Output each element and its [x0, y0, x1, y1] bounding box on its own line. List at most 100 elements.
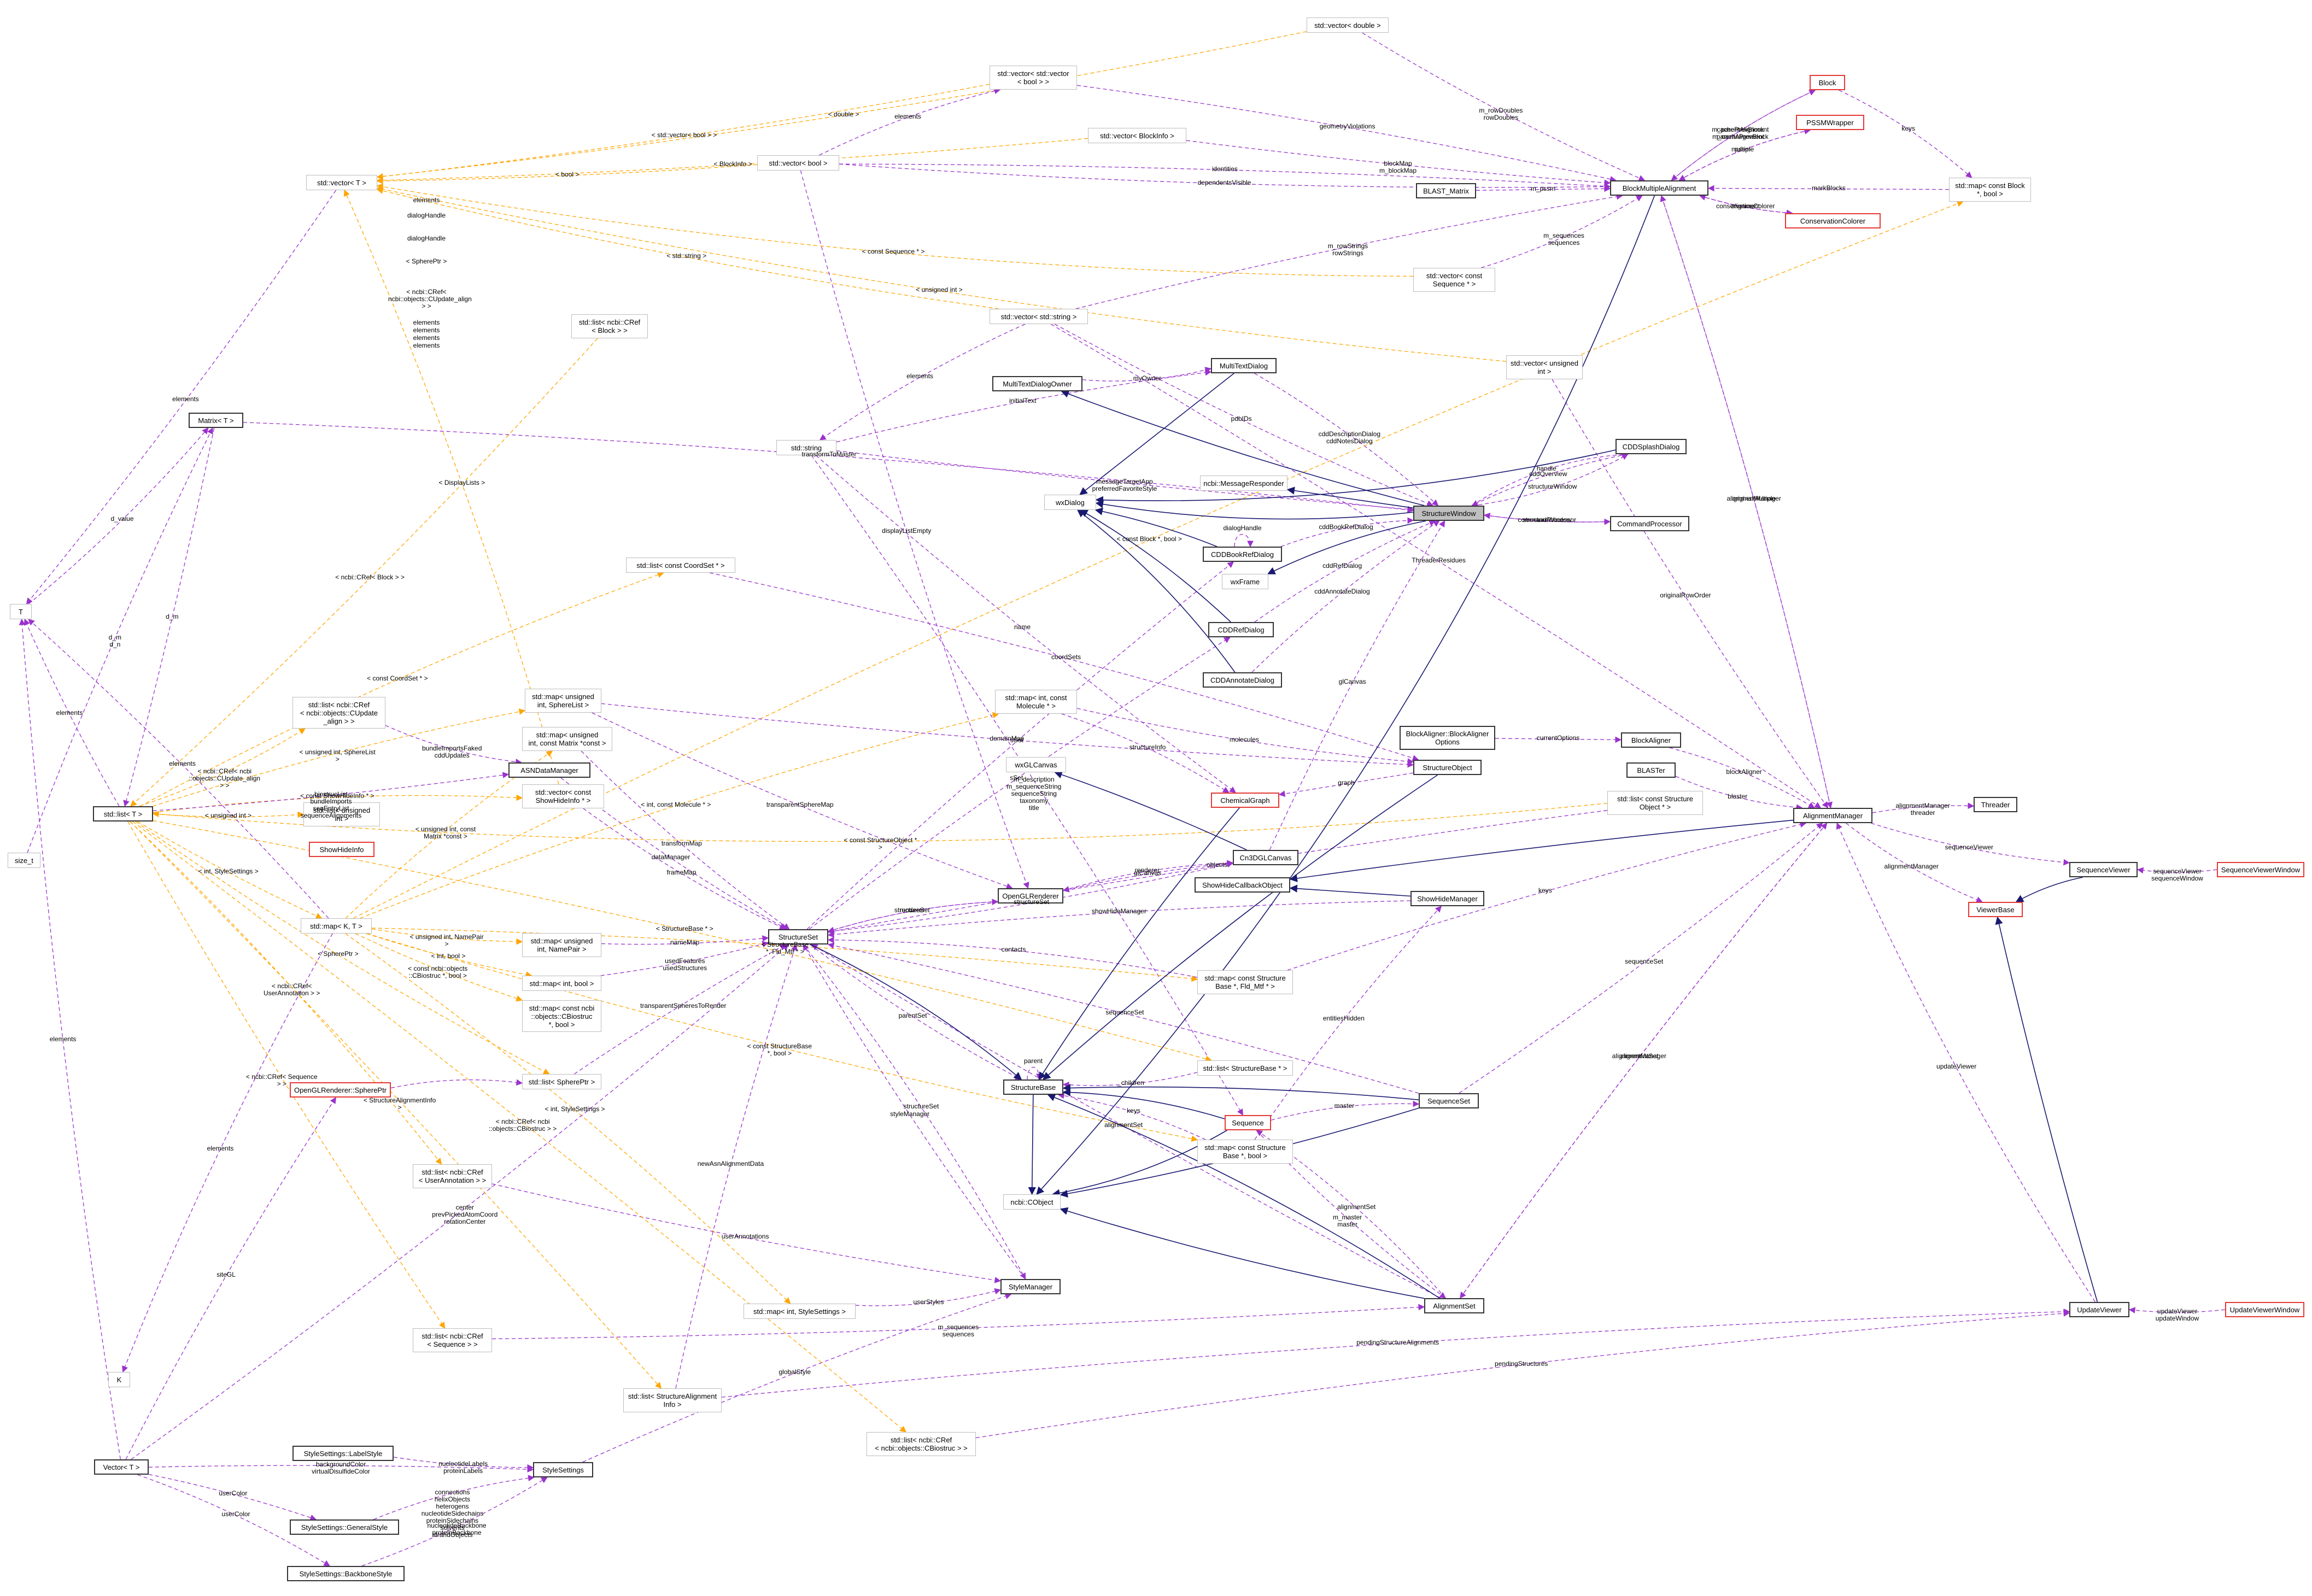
node-map-int-stylesettings[interactable]: std::map< int, StyleSettings > [744, 1304, 856, 1319]
node-map-int-bool[interactable]: std::map< int, bool > [522, 976, 601, 991]
node-ss-generalstyle[interactable]: StyleSettings::GeneralStyle [290, 1519, 399, 1535]
node-wxframe[interactable]: wxFrame [1222, 574, 1268, 589]
node-map-cbiostruc-bool[interactable]: std::map< const ncbi ::objects::CBiostru… [522, 1000, 601, 1032]
node-size-t[interactable]: size_t [8, 853, 40, 868]
node-T[interactable]: T [10, 604, 32, 619]
node-blast-matrix[interactable]: BLAST_Matrix [1416, 183, 1476, 198]
node-blockaligner[interactable]: BlockAligner [1621, 732, 1681, 748]
node-threader[interactable]: Threader [1974, 797, 2017, 812]
usage-edge [815, 455, 1237, 793]
node-list-sphereptr[interactable]: std::list< SpherePtr > [522, 1074, 601, 1089]
node-blockmultiplealignment[interactable]: BlockMultipleAlignment [1610, 180, 1708, 196]
template-edge [135, 821, 550, 1075]
node-map-int-molecule[interactable]: std::map< int, const Molecule * > [995, 690, 1077, 714]
node-cddannotatedialog[interactable]: CDDAnnotateDialog [1203, 672, 1282, 688]
node-vec-const-showhide[interactable]: std::vector< const ShowHideInfo * > [522, 784, 604, 808]
node-vec-vec-bool[interactable]: std::vector< std::vector < bool > > [990, 66, 1077, 90]
template-edge [353, 201, 1964, 919]
node-multitextdialog[interactable]: MultiTextDialog [1211, 358, 1277, 373]
node-commandprocessor[interactable]: CommandProcessor [1610, 516, 1689, 531]
node-viewerbase[interactable]: ViewerBase [1968, 902, 2023, 917]
node-sequenceset[interactable]: SequenceSet [1419, 1093, 1479, 1108]
node-vec-T[interactable]: std::vector< T > [306, 175, 377, 190]
node-wxglcanvas[interactable]: wxGLCanvas [1006, 757, 1066, 772]
node-vector-T[interactable]: Vector< T > [94, 1459, 149, 1475]
node-multitextdialogowner[interactable]: MultiTextDialogOwner [992, 376, 1082, 391]
node-asn-data-manager[interactable]: ASNDataManager [508, 762, 590, 778]
node-map-structbase-fld[interactable]: std::map< const Structure Base *, Fld_Mt… [1197, 970, 1293, 994]
node-pssmwrapper[interactable]: PSSMWrapper [1796, 115, 1864, 130]
usage-edge [592, 712, 1013, 889]
template-edge [371, 928, 523, 945]
node-stylesettings[interactable]: StyleSettings [533, 1462, 593, 1477]
node-list-cref-userannot[interactable]: std::list< ncbi::CRef < UserAnnotation >… [413, 1164, 492, 1188]
usage-edge [601, 703, 1414, 768]
node-list-const-structobj[interactable]: std::list< const Structure Object * > [1607, 791, 1703, 815]
node-chemicalgraph[interactable]: ChemicalGraph [1211, 793, 1279, 808]
node-ss-labelstyle[interactable]: StyleSettings::LabelStyle [292, 1446, 394, 1461]
node-structurewindow[interactable]: StructureWindow [1413, 506, 1484, 521]
node-updateviewer[interactable]: UpdateViewer [2069, 1302, 2129, 1317]
node-showhideinfo[interactable]: ShowHideInfo [309, 842, 374, 857]
node-vec-string[interactable]: std::vector< std::string > [990, 309, 1088, 324]
template-edge [152, 802, 1608, 842]
node-list-cref-cupdate[interactable]: std::list< ncbi::CRef < ncbi::objects::C… [292, 697, 385, 729]
usage-edge [361, 1477, 548, 1566]
usage-edge [573, 944, 787, 1075]
template-edge [345, 933, 791, 1304]
node-vec-blockinfo[interactable]: std::vector< BlockInfo > [1088, 128, 1186, 143]
node-cddsplashdialog[interactable]: CDDSplashDialog [1616, 439, 1687, 454]
node-sequence[interactable]: Sequence [1225, 1115, 1271, 1130]
node-map-uint-namepair[interactable]: std::map< unsigned int, NamePair > [522, 933, 601, 957]
node-K[interactable]: K [108, 1372, 130, 1387]
node-list-cref-block[interactable]: std::list< ncbi::CRef < Block > > [571, 314, 648, 338]
node-list-uint[interactable]: std::list< unsigned int > [303, 802, 380, 826]
node-map-K-T[interactable]: std::map< K, T > [301, 918, 372, 934]
node-structureobject[interactable]: StructureObject [1413, 760, 1482, 775]
node-list-structbase[interactable]: std::list< StructureBase * > [1197, 1060, 1293, 1076]
inheritance-edge [1036, 195, 1655, 1195]
node-cddbookrefdialog[interactable]: CDDBookRefDialog [1203, 547, 1282, 562]
node-vec-uint[interactable]: std::vector< unsigned int > [1506, 355, 1583, 379]
node-wxdialog[interactable]: wxDialog [1044, 495, 1096, 510]
node-list-structalign[interactable]: std::list< StructureAlignment Info > [623, 1388, 722, 1412]
node-vec-double[interactable]: std::vector< double > [1307, 17, 1389, 33]
node-list-T[interactable]: std::list< T > [93, 806, 153, 822]
node-updateviewerwindow[interactable]: UpdateViewerWindow [2225, 1302, 2304, 1317]
node-std-string[interactable]: std::string [776, 440, 836, 455]
usage-edge [1707, 185, 1950, 192]
node-map-uint-spherelist[interactable]: std::map< unsigned int, SphereList > [525, 689, 601, 713]
node-list-cref-cbiostruc[interactable]: std::list< ncbi::CRef < ncbi::objects::C… [867, 1432, 976, 1456]
node-blockaligner-opts[interactable]: BlockAligner::BlockAligner Options [1400, 726, 1495, 750]
node-stylemanager[interactable]: StyleManager [1000, 1279, 1061, 1294]
node-vec-bool[interactable]: std::vector< bool > [757, 155, 839, 171]
node-conservationcolorer[interactable]: ConservationColorer [1785, 213, 1881, 228]
node-sequenceviewer[interactable]: SequenceViewer [2069, 862, 2138, 877]
inheritance-edge [810, 944, 1022, 1080]
node-block[interactable]: Block [1810, 75, 1845, 90]
node-blaster[interactable]: BLASTer [1626, 762, 1676, 778]
node-ss-backbonestyle[interactable]: StyleSettings::BackboneStyle [287, 1566, 405, 1581]
node-ncbi-msgresponder[interactable]: ncbi::MessageResponder [1200, 476, 1287, 491]
node-list-cref-sequence[interactable]: std::list< ncbi::CRef < Sequence > > [413, 1328, 492, 1352]
node-structurebase[interactable]: StructureBase [1003, 1079, 1063, 1095]
node-map-uint-matrix[interactable]: std::map< unsigned int, const Matrix *co… [522, 727, 612, 751]
node-sequenceviewerwindow[interactable]: SequenceViewerWindow [2217, 862, 2304, 877]
node-alignmentmanager[interactable]: AlignmentManager [1793, 808, 1872, 823]
node-showhidemanager[interactable]: ShowHideManager [1410, 891, 1484, 906]
node-cddrefdialog[interactable]: CDDRefDialog [1208, 622, 1274, 637]
node-alignmentset[interactable]: AlignmentSet [1424, 1298, 1484, 1313]
inheritance-edge [1286, 486, 1414, 509]
node-oglr-sphereptr[interactable]: OpenGLRenderer::SpherePtr [290, 1082, 391, 1098]
node-map-block-bool[interactable]: std::map< const Block *, bool > [1949, 178, 2031, 202]
node-list-const-coordset[interactable]: std::list< const CoordSet * > [626, 558, 735, 573]
node-showhidecallback[interactable]: ShowHideCallbackObject [1195, 877, 1290, 893]
node-matrix-T[interactable]: Matrix< T > [189, 413, 243, 428]
node-vec-const-seq[interactable]: std::vector< const Sequence * > [1413, 268, 1495, 292]
node-structureset[interactable]: StructureSet [768, 929, 828, 944]
node-map-structbase-bool[interactable]: std::map< const Structure Base *, bool > [1197, 1140, 1293, 1164]
node-ncbi-cobject[interactable]: ncbi::CObject [1003, 1194, 1061, 1210]
node-cn3dglcanvas[interactable]: Cn3DGLCanvas [1233, 850, 1298, 865]
node-openglrenderer[interactable]: OpenGLRenderer [998, 888, 1063, 903]
